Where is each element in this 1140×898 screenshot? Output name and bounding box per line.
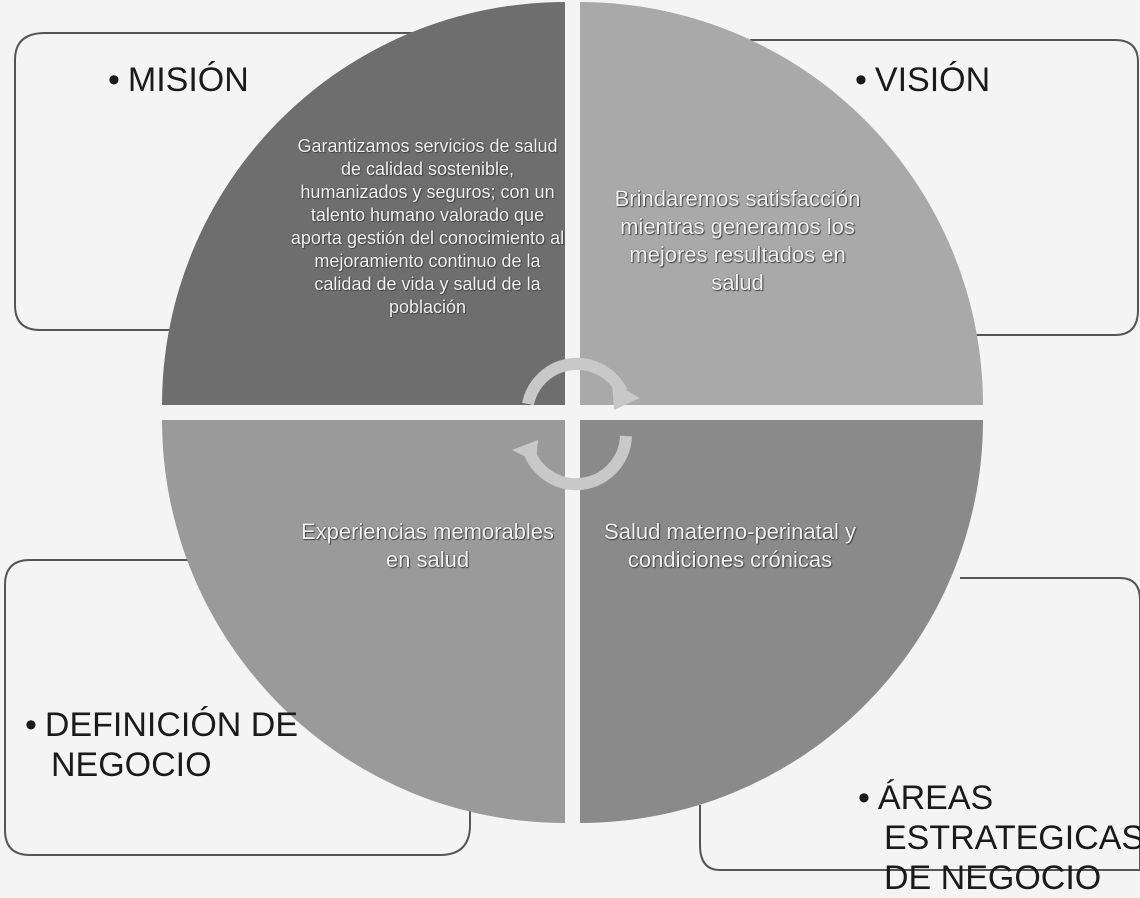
areas-title-line1: ÁREAS — [877, 779, 994, 817]
bullet-icon: • — [855, 61, 867, 99]
quadrant-definicion — [162, 420, 565, 823]
cycle-arrows-icon — [522, 357, 632, 491]
label-definicion: •DEFINICIÓN DE NEGOCIO — [25, 705, 298, 785]
label-areas: •ÁREAS ESTRATEGICAS DE NEGOCIO — [858, 778, 1140, 898]
quadrant-areas — [580, 420, 983, 823]
definicion-title-line1: DEFINICIÓN DE — [44, 706, 299, 744]
vision-statement: Brindaremos satisfacción mientras genera… — [614, 186, 861, 295]
box-vision — [620, 39, 1139, 336]
diagram-graphics — [4, 2, 1140, 871]
bullet-icon: • — [25, 706, 37, 744]
quadrant-vision — [580, 2, 983, 405]
areas-title-line2: ESTRATEGICAS — [884, 819, 1140, 857]
box-mision — [14, 32, 521, 331]
definicion-statement: Experiencias memorables en salud — [300, 519, 555, 572]
mision-title: MISIÓN — [127, 61, 249, 99]
areas-statement: Salud materno-perinatal y condiciones cr… — [604, 519, 856, 572]
label-mision: •MISIÓN — [108, 60, 249, 100]
quadrant-mision — [162, 2, 565, 405]
mision-statement: Garantizamos servicios de salud de calid… — [290, 136, 565, 317]
label-vision: •VISIÓN — [855, 60, 990, 100]
bullet-icon: • — [108, 61, 120, 99]
arrow-head-right — [612, 382, 640, 410]
definicion-title-line2: NEGOCIO — [51, 746, 212, 784]
areas-title-line3: DE NEGOCIO — [884, 859, 1102, 897]
vision-title: VISIÓN — [874, 61, 991, 99]
mission-vision-diagram: •MISIÓN •VISIÓN •DEFINICIÓN DE NEGOCIO •… — [4, 2, 1140, 897]
arrow-head-left — [512, 440, 538, 462]
bullet-icon: • — [858, 779, 870, 817]
